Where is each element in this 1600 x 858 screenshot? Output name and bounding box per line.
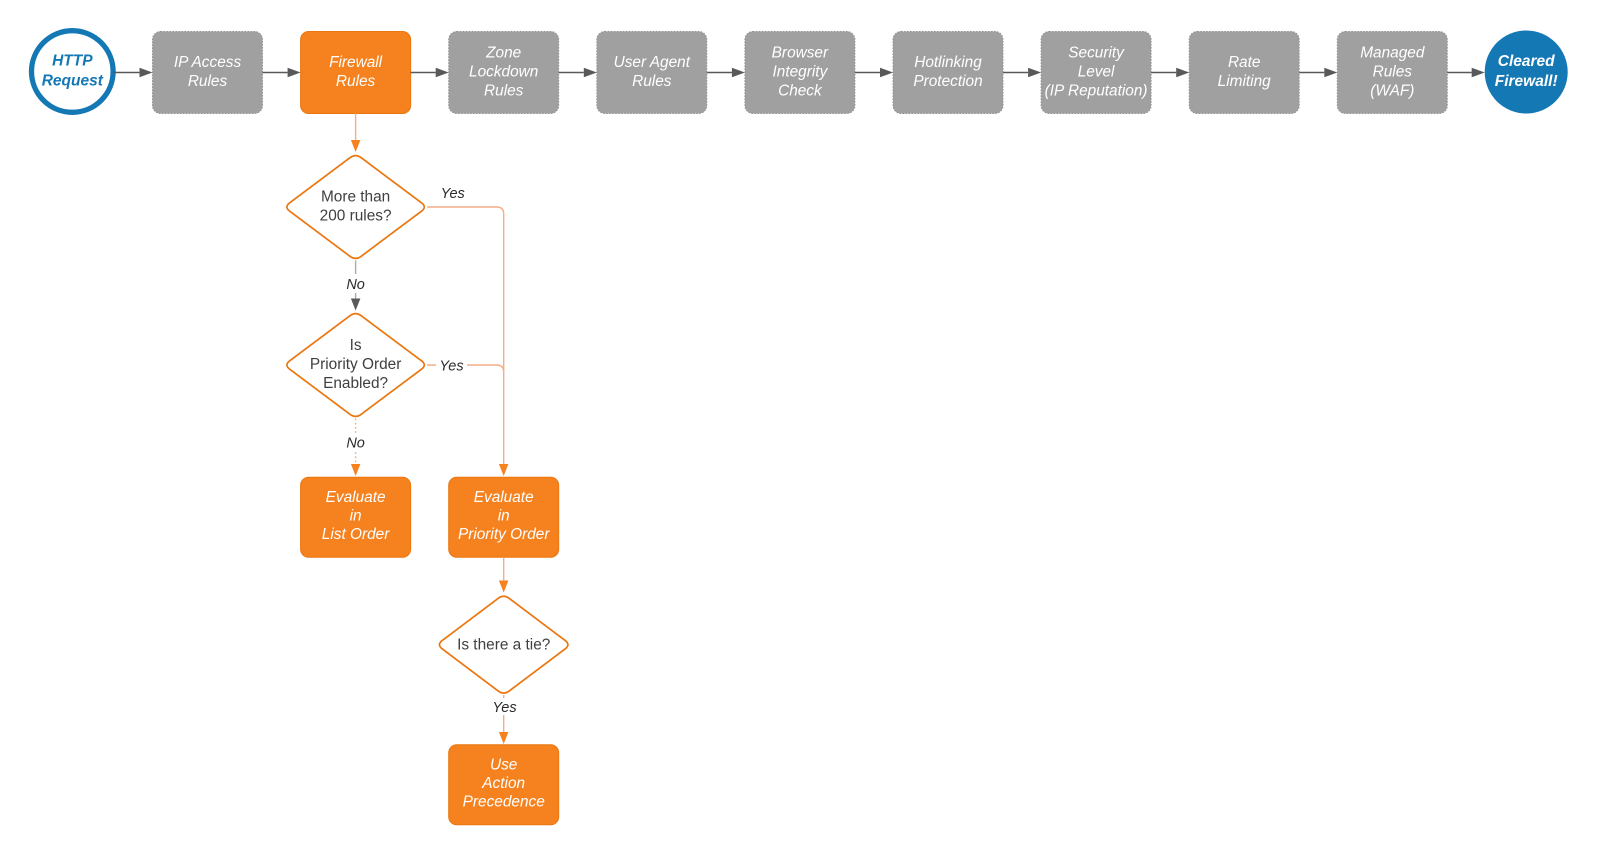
svg-text:Yes: Yes — [441, 186, 465, 202]
svg-text:Yes: Yes — [492, 700, 516, 716]
svg-text:No: No — [346, 277, 365, 293]
svg-text:No: No — [346, 436, 365, 452]
svg-text:Yes: Yes — [439, 358, 463, 374]
svg-text:Is there a tie?: Is there a tie? — [457, 636, 550, 653]
